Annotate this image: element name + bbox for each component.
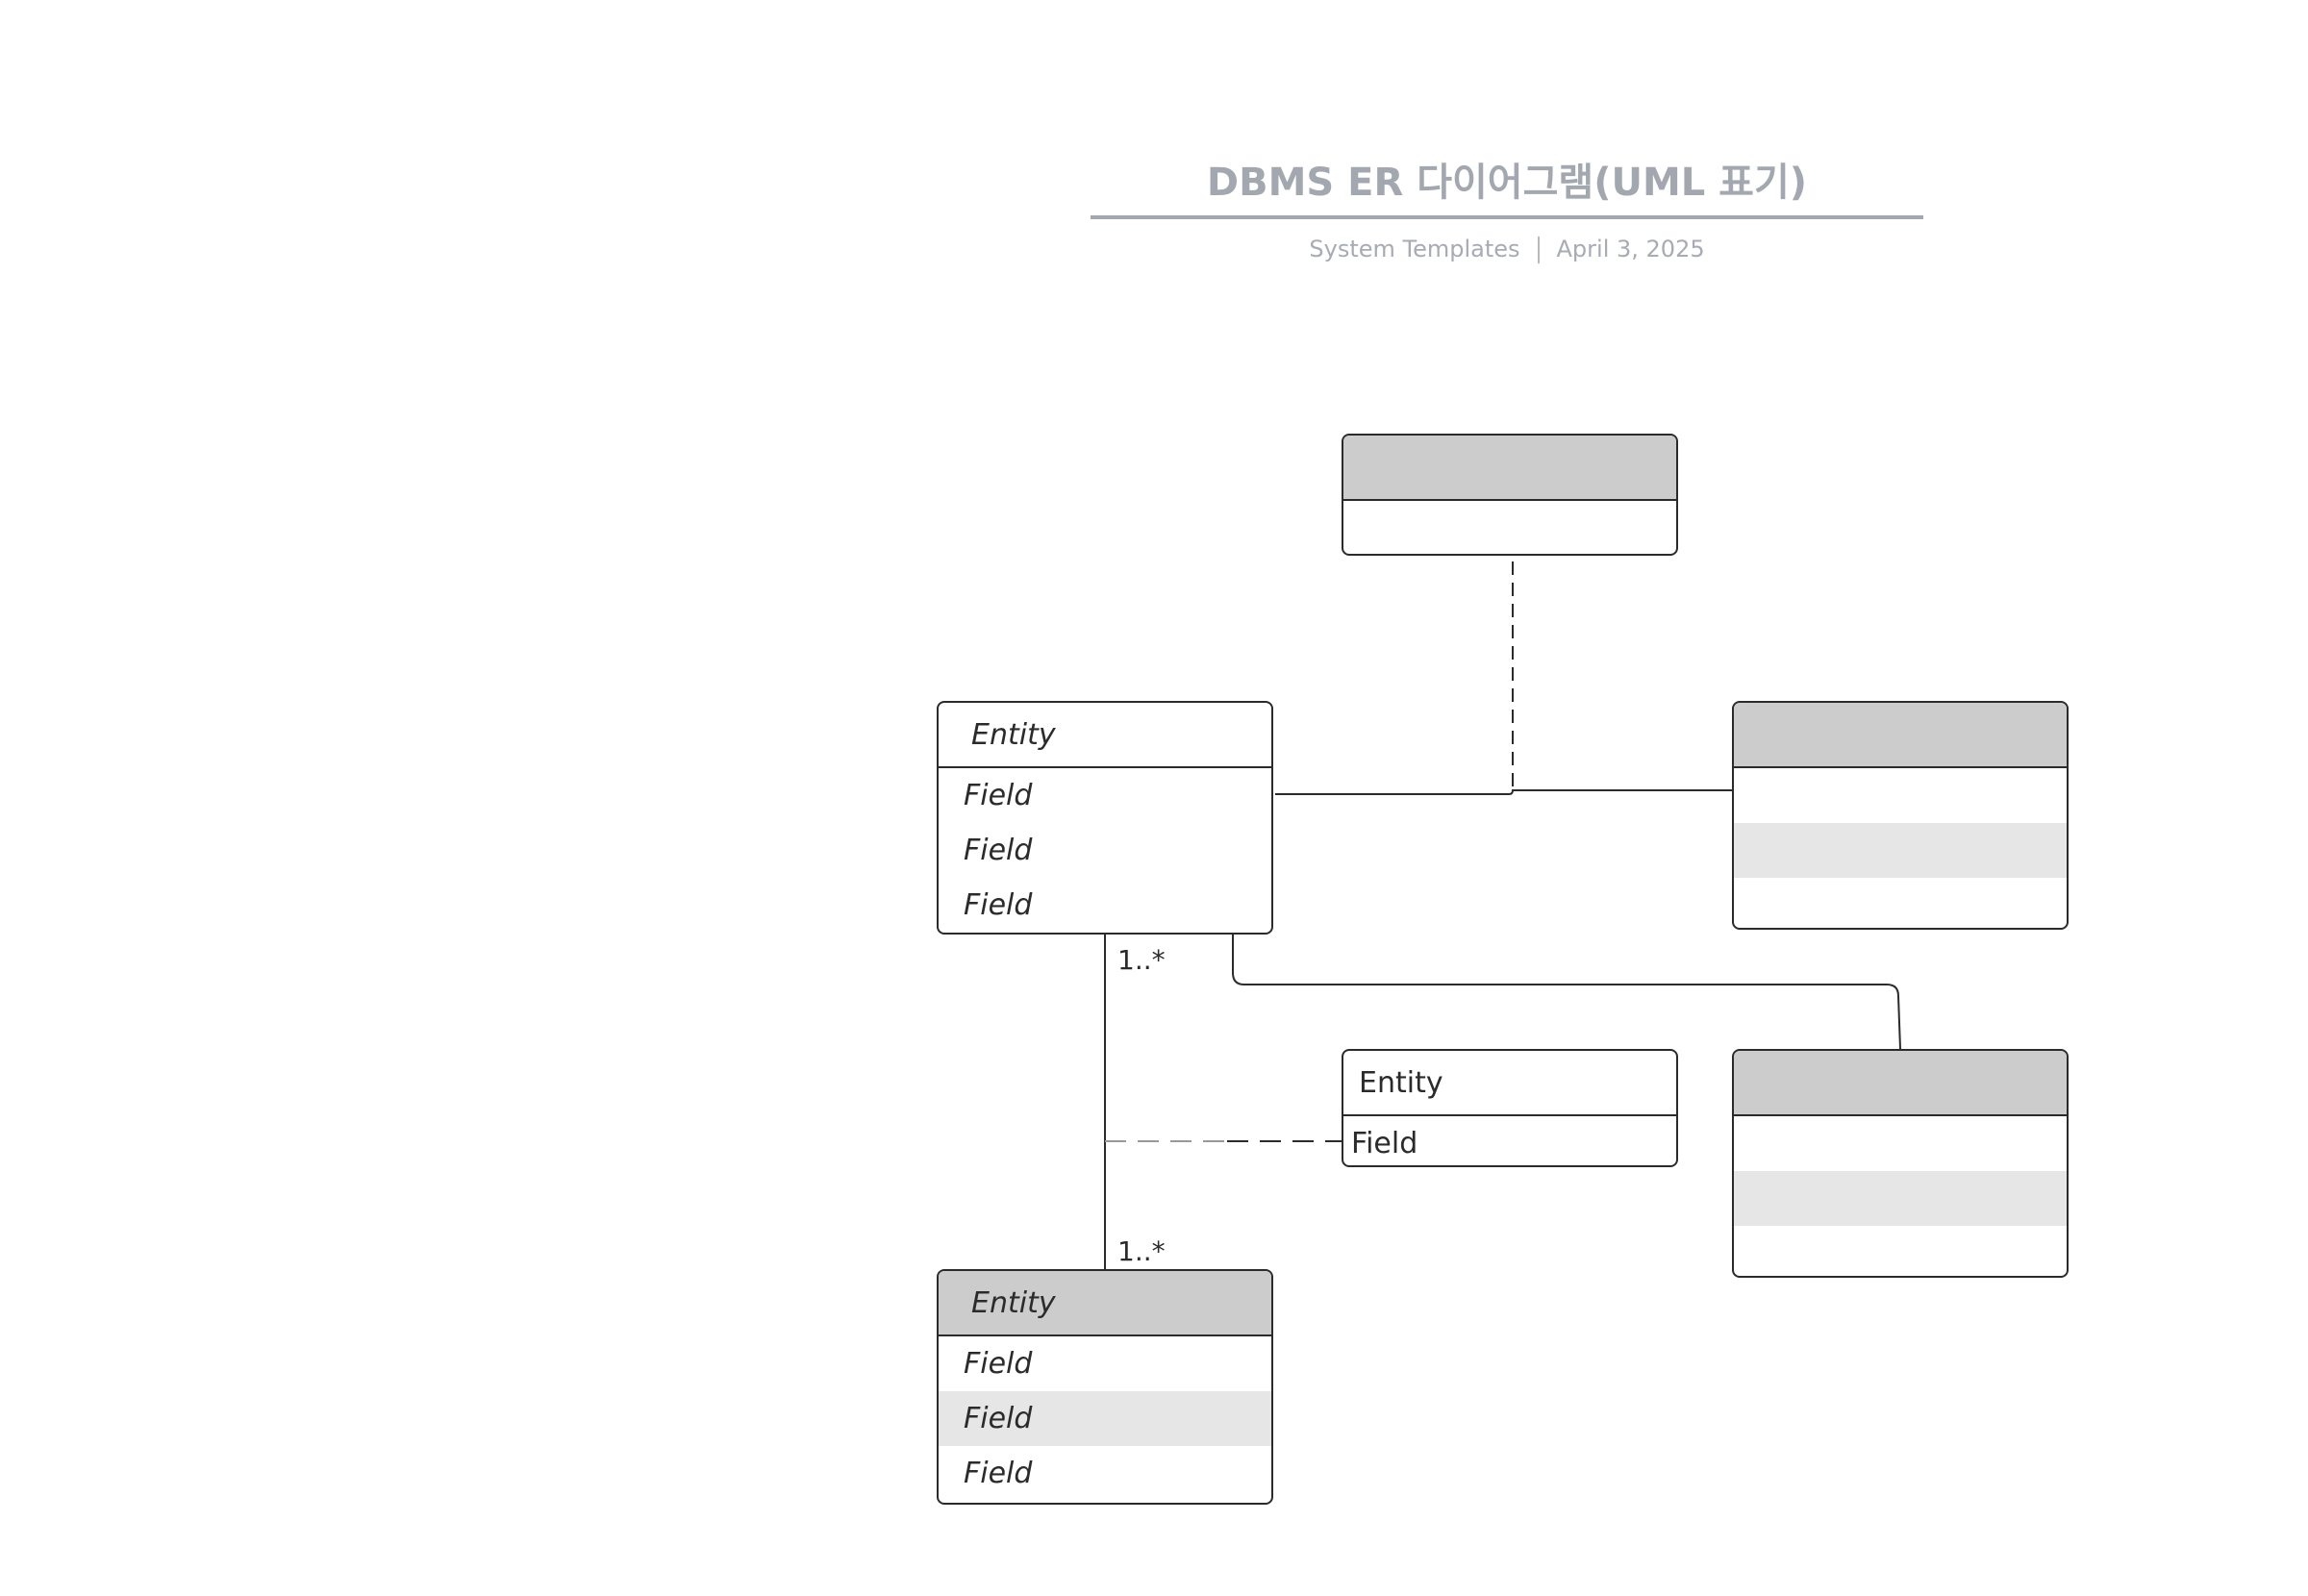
entity-field: [1734, 768, 2067, 823]
entity-field: [1734, 1171, 2067, 1226]
entity-header: [1734, 703, 2067, 768]
multiplicity-upper: 1..*: [1117, 944, 1166, 976]
entity-right-upper[interactable]: [1732, 701, 2069, 930]
entity-field: [1734, 878, 2067, 928]
multiplicity-lower: 1..*: [1117, 1235, 1166, 1267]
diagram-meta: System Templates April 3, 2025: [1091, 233, 1923, 265]
diagram-date: April 3, 2025: [1556, 236, 1705, 262]
left-to-right-lower-connector[interactable]: [1232, 935, 1901, 1050]
entity-field: Field: [964, 888, 1033, 922]
meta-separator: [1537, 237, 1540, 263]
entity-field: Field: [964, 1457, 1033, 1490]
entity-top[interactable]: [1342, 434, 1678, 556]
entity-field: Field: [939, 1391, 1271, 1446]
entity-right-lower[interactable]: [1732, 1049, 2069, 1278]
entity-header: [1343, 436, 1676, 501]
diagram-header: DBMS ER 다이어그램(UML 표기) System Templates Ap…: [1091, 152, 1923, 265]
template-source: System Templates: [1309, 236, 1520, 262]
entity-field: Field: [964, 779, 1033, 812]
entity-field: Field: [964, 1347, 1033, 1381]
entity-header: Entity: [939, 1271, 1271, 1336]
entity-header: [1734, 1051, 2067, 1116]
entity-field: Field: [1351, 1127, 1418, 1160]
entity-bottom[interactable]: Entity Field Field Field: [937, 1269, 1273, 1505]
entity-field: [1734, 1116, 2067, 1171]
left-to-right-upper-connector[interactable]: [1275, 788, 1737, 795]
entity-header: Entity: [939, 703, 1271, 768]
page-title: DBMS ER 다이어그램(UML 표기): [1206, 161, 1808, 205]
entity-field: Field: [964, 834, 1033, 867]
entity-field: [1734, 1226, 2067, 1276]
entity-field: [1343, 501, 1676, 554]
entity-header: Entity: [1343, 1051, 1676, 1116]
entity-left[interactable]: Entity Field Field Field: [937, 701, 1273, 935]
entity-field: [1734, 823, 2067, 878]
title-underline: [1091, 215, 1923, 219]
entity-association[interactable]: Entity Field: [1342, 1049, 1678, 1167]
